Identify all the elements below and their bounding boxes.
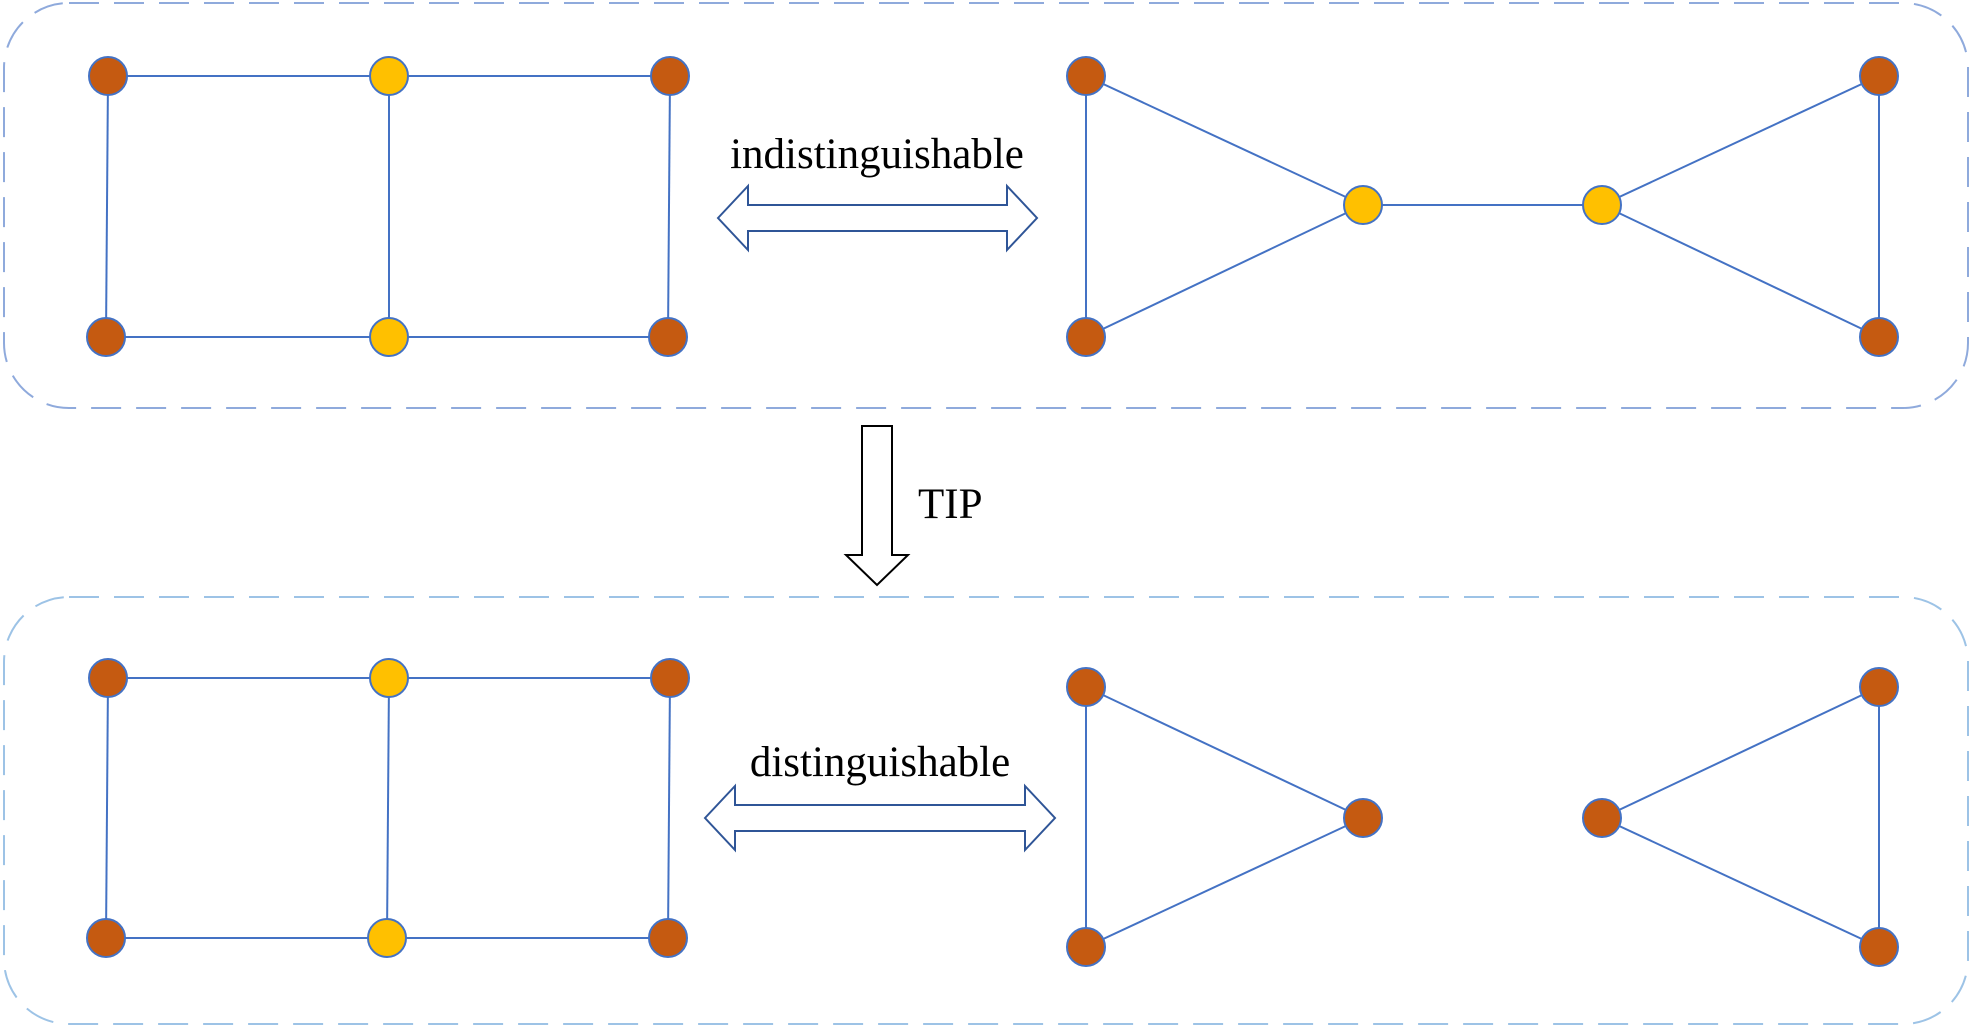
distinguishable-double-arrow	[703, 783, 1057, 853]
top-group-box	[3, 2, 1969, 409]
top-right-node-a	[1066, 56, 1106, 96]
top-left-node-b	[369, 56, 409, 96]
top-left-node-f	[648, 317, 688, 357]
distinguishable-label: distinguishable	[750, 739, 1010, 786]
bottom-left-node-e	[367, 918, 407, 958]
indistinguishable-double-arrow	[716, 183, 1039, 253]
top-right-node-f	[1859, 317, 1899, 357]
bottom-group-box	[3, 596, 1969, 1025]
top-left-graph	[86, 56, 690, 357]
bottom-right-node-f	[1859, 927, 1899, 967]
bottom-right-edge-d-e	[1601, 686, 1880, 819]
top-right-edge-b-c	[1085, 204, 1364, 338]
indistinguishable-label: indistinguishable	[730, 131, 1024, 178]
top-right-edge-d-e	[1601, 75, 1880, 206]
top-left-edge-c-f	[667, 75, 671, 338]
bottom-right-edge-d-f	[1601, 817, 1880, 948]
top-right-node-c	[1343, 185, 1383, 225]
bottom-right-node-e	[1859, 667, 1899, 707]
top-right-node-d	[1582, 185, 1622, 225]
bottom-left-edge-c-f	[667, 677, 671, 939]
bottom-left-edge-a-d	[105, 677, 109, 939]
bottom-left-node-c	[650, 658, 690, 698]
bottom-right-node-c	[1343, 798, 1383, 838]
top-right-node-e	[1859, 56, 1899, 96]
bottom-right-edge-a-c	[1085, 686, 1364, 819]
bottom-left-node-b	[369, 658, 409, 698]
bottom-left-node-d	[86, 918, 126, 958]
top-right-graph	[1066, 56, 1899, 357]
top-left-node-c	[650, 56, 690, 96]
bottom-left-node-f	[648, 918, 688, 958]
bottom-left-node-a	[88, 658, 128, 698]
top-left-node-e	[369, 317, 409, 357]
tip-down-arrow	[843, 425, 911, 587]
top-right-edge-d-f	[1601, 204, 1880, 338]
top-left-node-a	[88, 56, 128, 96]
bottom-left-edge-b-e	[386, 677, 390, 939]
bottom-right-node-b	[1066, 927, 1106, 967]
top-left-edge-a-d	[105, 75, 109, 338]
top-left-node-d	[86, 317, 126, 357]
bottom-right-graph	[1066, 667, 1899, 967]
tip-label: TIP	[918, 481, 983, 528]
bottom-right-edge-b-c	[1085, 817, 1364, 948]
top-right-node-b	[1066, 317, 1106, 357]
bottom-left-graph	[86, 658, 690, 958]
bottom-right-node-d	[1582, 798, 1622, 838]
top-right-edge-a-c	[1085, 75, 1364, 206]
bottom-right-node-a	[1066, 667, 1106, 707]
